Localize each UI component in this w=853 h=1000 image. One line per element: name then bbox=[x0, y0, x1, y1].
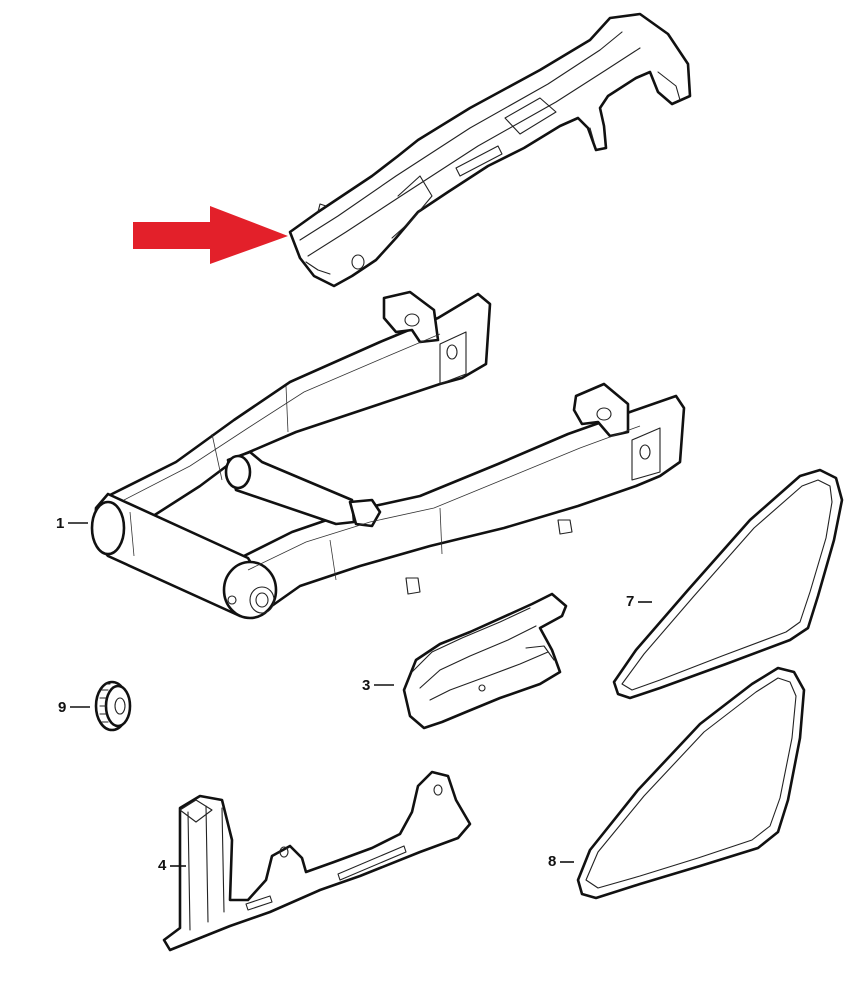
callout-8: 8 bbox=[548, 853, 574, 870]
callout-label: 7 bbox=[626, 593, 634, 610]
drive-pulley bbox=[94, 680, 132, 732]
callout-9: 9 bbox=[58, 699, 90, 716]
callout-7: 7 bbox=[626, 593, 652, 610]
drive-belt-upper bbox=[612, 468, 844, 700]
callout-4: 4 bbox=[158, 857, 186, 874]
drive-belt-lower bbox=[576, 666, 806, 900]
lower-chain-guard bbox=[162, 770, 472, 952]
callout-label: 3 bbox=[362, 677, 370, 694]
callout-label: 1 bbox=[56, 515, 64, 532]
callout-label: 8 bbox=[548, 853, 556, 870]
callout-label: 4 bbox=[158, 857, 167, 874]
callout-3: 3 bbox=[362, 677, 394, 694]
callout-label: 9 bbox=[58, 699, 66, 716]
callout-1: 1 bbox=[56, 515, 88, 532]
upper-chain-guard bbox=[288, 12, 692, 288]
red-arrow-icon bbox=[133, 206, 288, 264]
chain-slider bbox=[402, 592, 568, 730]
swingarm bbox=[90, 290, 686, 620]
